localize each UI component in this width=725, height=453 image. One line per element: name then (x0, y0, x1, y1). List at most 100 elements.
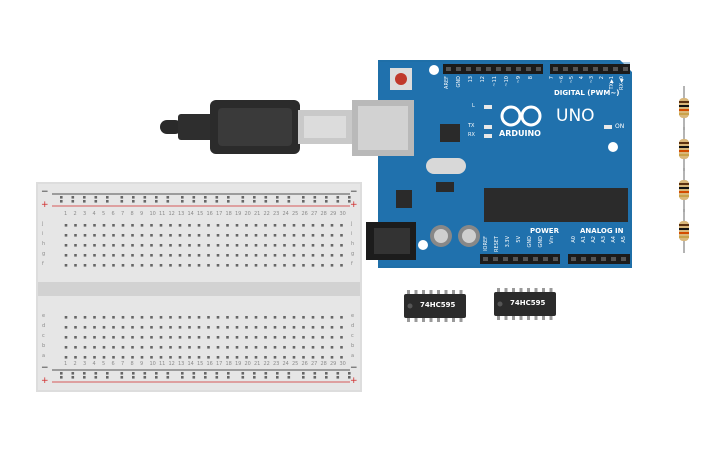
breadboard-column-label: 7 (121, 211, 125, 217)
breadboard-column-label: 1 (64, 211, 68, 217)
breadboard-column-label: 26 (301, 361, 308, 367)
breadboard-column-label: 30 (339, 211, 346, 217)
led-tx (484, 125, 492, 129)
resistor-set[interactable] (679, 86, 689, 253)
resistor[interactable] (679, 209, 689, 253)
breadboard-row-label: j (351, 221, 353, 227)
breadboard[interactable] (36, 182, 362, 392)
breadboard-column-label: 20 (244, 211, 251, 217)
breadboard-column-label: 2 (73, 211, 77, 217)
rail-plus-label: + (41, 200, 49, 210)
pin-label-power: Vin (549, 236, 555, 244)
pin-label-digital: 12 (480, 76, 486, 83)
breadboard-row-label: a (42, 353, 46, 359)
breadboard-column-label: 5 (102, 211, 106, 217)
breadboard-row-label: i (42, 231, 44, 237)
breadboard-row-label: b (42, 343, 46, 349)
pin-label-power: 5V (516, 236, 522, 243)
breadboard-column-label: 25 (292, 211, 299, 217)
breadboard-column-label: 4 (92, 361, 96, 367)
breadboard-column-label: 11 (159, 361, 166, 367)
breadboard-column-label: 3 (83, 211, 87, 217)
pin-label-digital: ~10 (504, 76, 510, 87)
voltage-regulator (396, 190, 412, 208)
pin-label-power: RESET (494, 236, 500, 253)
power-header[interactable] (480, 254, 560, 264)
breadboard-column-label: 2 (73, 361, 77, 367)
breadboard-column-label: 19 (235, 361, 242, 367)
pin-label-digital: 8 (528, 76, 534, 80)
breadboard-row-label: g (42, 251, 46, 257)
breadboard-row-label: e (351, 313, 355, 319)
breadboard-row-label: h (351, 241, 355, 247)
breadboard-column-label: 6 (111, 211, 115, 217)
led-on-label: ON (615, 123, 625, 130)
breadboard-column-label: 26 (301, 211, 308, 217)
rail-minus-label: − (350, 187, 358, 197)
resistor[interactable] (679, 127, 689, 171)
breadboard-column-label: 4 (92, 211, 96, 217)
breadboard-column-label: 14 (187, 211, 194, 217)
breadboard-column-label: 13 (178, 211, 185, 217)
rail-plus-label: + (41, 376, 49, 386)
breadboard-center-channel (38, 282, 360, 296)
breadboard-column-label: 18 (225, 361, 232, 367)
breadboard-row-label: e (42, 313, 46, 319)
breadboard-column-label: 17 (216, 361, 223, 367)
arduino-brand: ARDUINO (499, 129, 541, 138)
usb-cable[interactable] (160, 100, 352, 154)
pin-label-power: GND (527, 236, 533, 248)
power-label: POWER (530, 227, 559, 235)
pin-label-power: GND (538, 236, 544, 248)
chip-label: 74HC595 (510, 299, 546, 307)
led-rx (484, 134, 492, 138)
breadboard-column-label: 13 (178, 361, 185, 367)
breadboard-column-label: 9 (140, 361, 144, 367)
breadboard-row-label: a (351, 353, 355, 359)
rail-plus-label: + (350, 376, 358, 386)
breadboard-column-label: 8 (130, 211, 134, 217)
analog-header[interactable] (568, 254, 630, 264)
breadboard-column-label: 16 (206, 361, 213, 367)
breadboard-column-label: 9 (140, 211, 144, 217)
pin-label-digital: ~6 (559, 76, 565, 84)
breadboard-row-label: b (351, 343, 355, 349)
breadboard-column-label: 6 (111, 361, 115, 367)
breadboard-row-label: i (351, 231, 353, 237)
breadboard-column-label: 7 (121, 361, 125, 367)
resistor[interactable] (679, 168, 689, 212)
reset-button-cap[interactable] (395, 73, 407, 85)
pin-label-analog: A0 (571, 236, 577, 243)
breadboard-column-label: 17 (216, 211, 223, 217)
breadboard-column-label: 8 (130, 361, 134, 367)
breadboard-column-label: 30 (339, 361, 346, 367)
breadboard-column-label: 28 (320, 211, 327, 217)
led-rx-label: RX (468, 132, 475, 138)
breadboard-column-label: 23 (273, 211, 280, 217)
digital-label: DIGITAL (PWM~) (554, 89, 620, 97)
pin-label-digital: 2 (599, 76, 605, 80)
pin-label-analog: A5 (621, 236, 627, 243)
breadboard-column-label: 10 (149, 361, 156, 367)
digital-header-right[interactable] (550, 64, 630, 74)
pin-label-analog: A2 (591, 236, 597, 243)
resistor[interactable] (679, 86, 689, 130)
breadboard-column-label: 24 (282, 211, 289, 217)
pin-label-digital: ~11 (492, 76, 498, 87)
breadboard-row-label: c (351, 333, 354, 339)
led-l-label: L (472, 103, 475, 109)
breadboard-column-label: 25 (292, 361, 299, 367)
usb-controller-chip (440, 124, 460, 142)
arduino-uno-board[interactable] (352, 60, 632, 268)
breadboard-column-label: 22 (263, 361, 270, 367)
chip-74hc595-2[interactable] (494, 288, 556, 320)
pin-label-analog: A3 (601, 236, 607, 243)
digital-header-left[interactable] (443, 64, 543, 74)
breadboard-column-label: 12 (168, 211, 175, 217)
crystal-oscillator (426, 158, 466, 174)
chip-74hc595-1[interactable] (404, 290, 466, 322)
breadboard-column-label: 1 (64, 361, 68, 367)
breadboard-row-label: h (42, 241, 46, 247)
